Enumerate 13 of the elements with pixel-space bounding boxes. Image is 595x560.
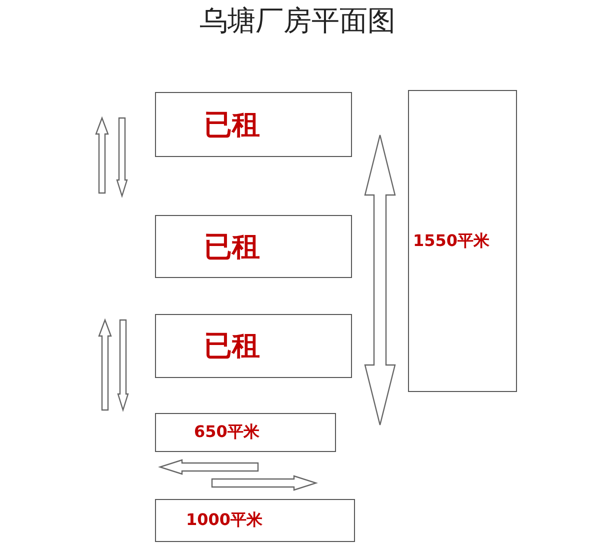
- area-label: 1550平米: [413, 230, 490, 252]
- area-label: 1000平米: [186, 510, 263, 531]
- area-label: 已租: [204, 106, 260, 142]
- area-label: 已租: [204, 228, 260, 264]
- area-label: 已租: [204, 328, 260, 364]
- area-label: 650平米: [194, 422, 260, 443]
- title: 乌塘厂房平面图: [198, 3, 396, 39]
- building-block: [155, 413, 336, 452]
- building-block: [155, 215, 352, 278]
- building-block: [408, 90, 517, 392]
- building-block: [155, 92, 352, 157]
- building-block: [155, 314, 352, 378]
- building-block: [155, 499, 355, 542]
